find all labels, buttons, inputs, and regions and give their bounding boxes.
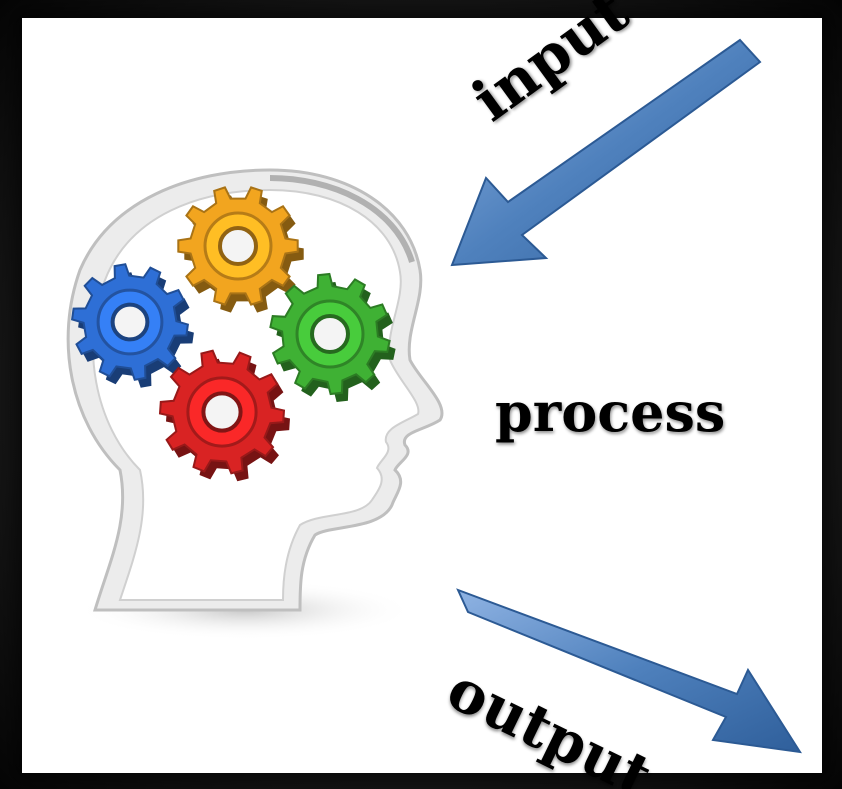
orange-gear-icon [177,186,304,313]
blue-gear-icon [70,263,194,388]
output-arrow-icon [456,588,802,754]
green-gear-icon [269,272,396,402]
input-arrow-icon [450,38,762,267]
red-gear-icon [158,349,290,482]
process-label: process [495,380,726,444]
